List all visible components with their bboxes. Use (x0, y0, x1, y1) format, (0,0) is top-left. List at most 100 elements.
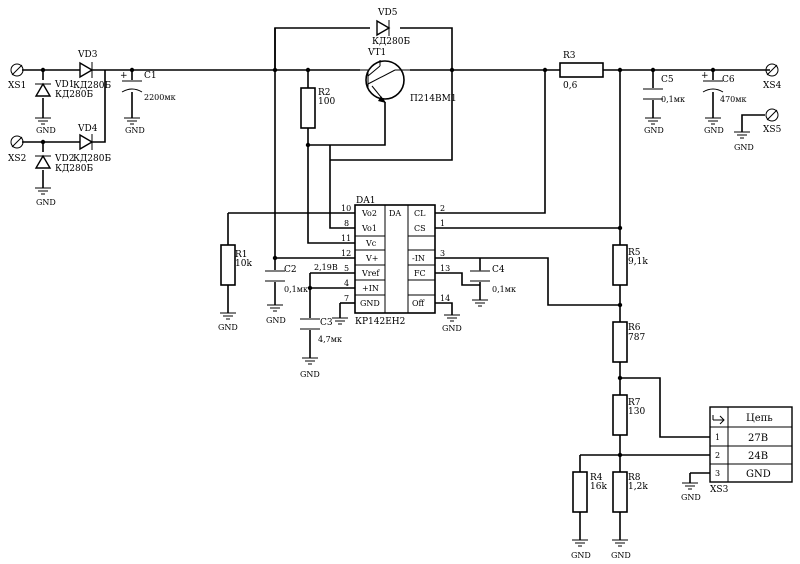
c5-label: C5 (661, 75, 674, 85)
gnd-pin14: GND (442, 314, 462, 333)
c6-value: 470мк (720, 95, 747, 104)
pin-num-13: 13 (440, 264, 450, 273)
gnd-c3: GND (300, 357, 320, 379)
pin-num-7: 7 (344, 294, 349, 303)
da1-type: КР142ЕН2 (355, 317, 405, 327)
table-row-2-num: 2 (715, 451, 720, 460)
vd2-label: VD2 (54, 154, 74, 164)
svg-text:GND: GND (644, 126, 664, 135)
vt1-transistor: VT1 П214ВМ1 (360, 48, 457, 104)
gnd-vd1: GND (35, 117, 56, 135)
gnd-c5: GND (644, 117, 664, 135)
table-row-1-net: 27В (748, 433, 768, 444)
table-row-3-net: GND (746, 469, 771, 480)
ic-da-text: DA (389, 209, 401, 218)
pin-vc: Vc (365, 239, 377, 248)
gnd-c2: GND (266, 304, 286, 325)
da1-label: DA1 (356, 196, 375, 206)
ground-symbols: GND GND GND GND GND (35, 117, 754, 560)
r7-resistor: R7 130 (612, 394, 645, 436)
svg-text:+: + (701, 71, 709, 81)
gnd-vd2: GND (35, 187, 56, 207)
r2-resistor: R2 100 (300, 87, 335, 129)
pin-num-2: 2 (440, 204, 445, 213)
r1-label: R1 (235, 250, 248, 260)
pin-num-4: 4 (344, 279, 349, 288)
gnd-c4 (472, 299, 488, 307)
c5-value: 0,1мк (661, 95, 685, 104)
pin-num-11: 11 (341, 234, 351, 243)
svg-text:+: + (120, 71, 128, 81)
table-row-1-num: 1 (715, 433, 720, 442)
c1-value: 2200мк (144, 93, 176, 102)
pin-num-3: 3 (440, 249, 445, 258)
vd1-label: VD1 (54, 80, 74, 90)
svg-text:GND: GND (36, 198, 56, 207)
svg-text:GND: GND (704, 126, 724, 135)
r6-label: R6 (628, 323, 641, 333)
svg-text:GND: GND (266, 316, 286, 325)
gnd-pin7 (332, 317, 348, 325)
r7-label: R7 (628, 398, 641, 408)
r8-resistor: R8 1,2k (612, 471, 648, 513)
xs4-terminal: XS4 (763, 63, 782, 91)
table-row-3-num: 3 (715, 469, 720, 478)
xs2-terminal: XS2 (8, 135, 26, 164)
vd4-diode: VD4 КД280Б (73, 124, 111, 164)
vd5-label: VD5 (377, 8, 398, 18)
gnd-r4: GND (571, 539, 591, 560)
gnd-xs3: GND (681, 482, 701, 502)
pin-cs: CS (414, 224, 426, 233)
svg-text:GND: GND (611, 551, 631, 560)
r2-value: 100 (318, 97, 335, 107)
r4-resistor: R4 16k (572, 471, 607, 513)
pin-num-1: 1 (440, 219, 445, 228)
svg-text:GND: GND (125, 126, 145, 135)
vd4-label: VD4 (77, 124, 98, 134)
svg-text:GND: GND (218, 323, 238, 332)
r8-value: 1,2k (628, 482, 648, 492)
r3-value: 0,6 (563, 81, 578, 91)
xs3-connector-table: Цепь 1 27В 2 24В 3 GND XS3 (709, 406, 793, 495)
r5-label: R5 (628, 248, 641, 258)
pin-vplus: V+ (365, 254, 378, 263)
xs5-label: XS5 (763, 125, 782, 135)
c1-label: C1 (144, 71, 157, 81)
connector-arrow-icon (712, 415, 725, 425)
c5-capacitor: C5 0,1мк (643, 75, 685, 104)
c4-capacitor: C4 0,1мк (470, 258, 516, 294)
gnd-c6: GND (704, 117, 724, 135)
r3-resistor: R3 0,6 (559, 51, 604, 91)
pin-gnd: GND (360, 299, 380, 308)
xs3-label: XS3 (710, 485, 729, 495)
c4-label: C4 (492, 265, 505, 275)
vt1-type: П214ВМ1 (410, 94, 457, 104)
table-row-2-net: 24В (748, 451, 768, 462)
r4-label: R4 (590, 473, 603, 483)
r6-resistor: R6 787 (612, 321, 645, 363)
xs1-label: XS1 (8, 81, 26, 91)
xs1-terminal: XS1 (8, 63, 26, 91)
vd1-diode: VD1 КД280Б (34, 80, 93, 100)
vt1-label: VT1 (367, 48, 386, 58)
vd2-diode: VD2 КД280Б (34, 154, 93, 174)
r1-value: 10k (235, 259, 252, 269)
svg-text:GND: GND (734, 143, 754, 152)
r8-label: R8 (628, 473, 641, 483)
vd3-diode: VD3 КД280Б (73, 50, 111, 91)
pin-num-10: 10 (341, 204, 351, 213)
xs5-terminal: XS5 (763, 108, 782, 135)
pin-off: Off (412, 299, 426, 308)
r6-value: 787 (628, 333, 645, 343)
c6-capacitor: + C6 470мк (701, 71, 747, 104)
pin-fc: FC (414, 269, 426, 278)
gnd-xs5: GND (734, 131, 754, 152)
pin-vo1: Vo1 (361, 224, 377, 233)
xs4-label: XS4 (763, 81, 782, 91)
pin-inplus: +IN (362, 284, 379, 293)
r7-value: 130 (628, 407, 645, 417)
r1-resistor: R1 10k (220, 244, 252, 286)
r5-resistor: R5 9,1k (612, 244, 648, 286)
r3-label: R3 (563, 51, 576, 61)
